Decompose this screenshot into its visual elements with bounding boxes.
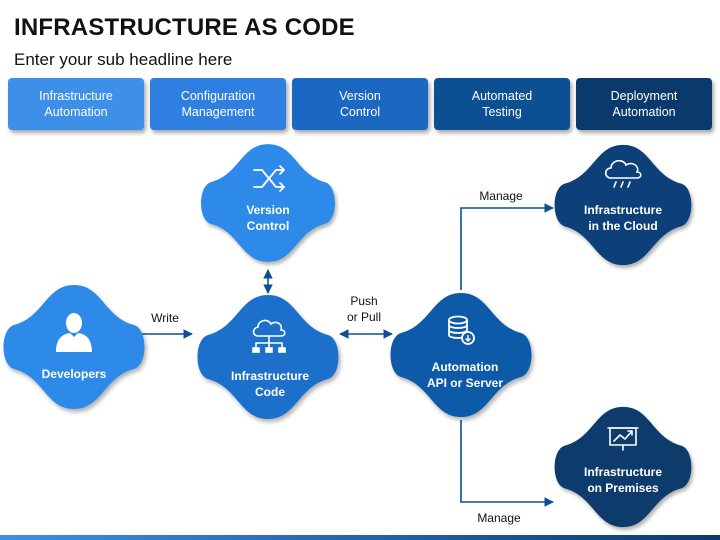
tab-configuration-management[interactable]: Configuration Management [150, 78, 286, 130]
manage-bottom-label: Manage [477, 511, 521, 525]
user-icon [56, 313, 92, 352]
tab-automated-testing[interactable]: Automated Testing [434, 78, 570, 130]
tab-deployment-automation[interactable]: Deployment Automation [576, 78, 712, 130]
push-pull-label: Push or Pull [346, 294, 381, 324]
presentation-chart-icon [607, 427, 639, 451]
node-infrastructure-code-label: Infrastructure Code [230, 369, 310, 399]
node-infrastructure-code[interactable] [197, 295, 339, 419]
node-premises-label: Infrastructure on Premises [583, 465, 663, 495]
shuffle-icon [253, 165, 285, 192]
manage-bottom-arrow [460, 420, 554, 507]
tab-infrastructure-automation[interactable]: Infrastructure Automation [8, 78, 144, 130]
cloud-storm-icon [604, 159, 642, 188]
manage-top-arrow [460, 203, 554, 290]
node-automation-server-label: Automation API or Server [426, 360, 504, 390]
database-icon [448, 315, 475, 345]
node-automation-server[interactable] [390, 293, 532, 417]
write-label: Write [151, 311, 179, 325]
bottom-accent-bar [0, 535, 720, 540]
tab-version-control[interactable]: Version Control [292, 78, 428, 130]
cloud-network-icon [252, 319, 286, 353]
page-subtitle: Enter your sub headline here [14, 50, 233, 69]
node-cloud-label: Infrastructure in the Cloud [583, 203, 663, 233]
page-title: INFRASTRUCTURE AS CODE [14, 14, 355, 41]
node-version-control-label: Version Control [246, 203, 290, 233]
manage-top-label: Manage [479, 189, 523, 203]
connector-lines [140, 203, 554, 507]
node-developers-label: Developers [41, 367, 107, 381]
